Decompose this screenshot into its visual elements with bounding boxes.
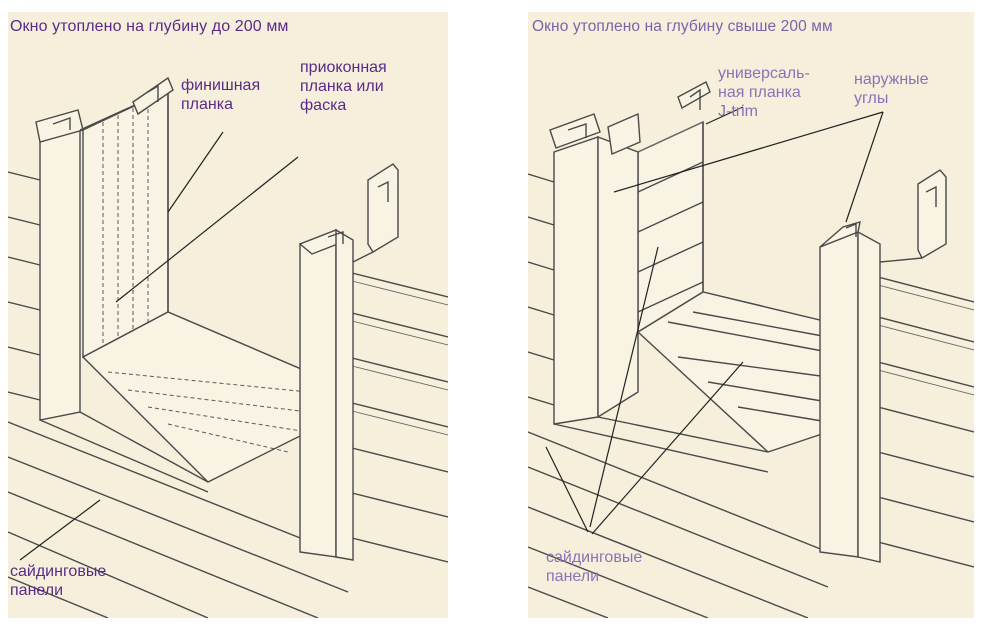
j-strip-top-right — [352, 163, 399, 263]
recess-back — [636, 120, 829, 453]
diagram-panel-shallow: Окно утоплено на глубину до 200 мм финиш… — [8, 12, 448, 618]
window-recess-drawing-shallow — [8, 76, 448, 618]
window-recess-drawing-deep — [528, 81, 974, 618]
top-j-trim — [637, 81, 711, 153]
recess-back — [81, 88, 309, 483]
top-finish-strip — [132, 76, 174, 116]
label-siding-panels: сайдинговые панели — [10, 563, 107, 599]
panel-title: Окно утоплено на глубину до 200 мм — [10, 18, 289, 35]
label-finish-strip: финишная планка — [181, 77, 261, 113]
right-outer-corner — [819, 221, 881, 563]
j-strip-top-right — [879, 169, 947, 263]
siding-boards-right — [347, 271, 448, 563]
siding-boards-right — [877, 276, 974, 568]
panel-title: Окно утоплено на глубину свыше 200 мм — [532, 18, 833, 35]
siding-boards-left — [8, 171, 349, 618]
diagram-panel-deep: Окно утоплено на глубину свыше 200 мм ун… — [528, 12, 974, 618]
label-window-strip: приоконная планка или фаска — [300, 59, 387, 114]
label-outer-corners: наружные углы — [854, 71, 929, 107]
label-siding-panels: сайдинговые панели — [546, 549, 643, 585]
left-jamb — [549, 112, 769, 473]
siding-boards-left — [528, 173, 829, 618]
label-j-trim: универсаль- ная планка J-trim — [718, 65, 810, 120]
left-jamb — [35, 89, 209, 493]
pointers-right — [545, 106, 884, 535]
right-jamb — [298, 228, 354, 561]
pointers-left — [19, 131, 299, 561]
